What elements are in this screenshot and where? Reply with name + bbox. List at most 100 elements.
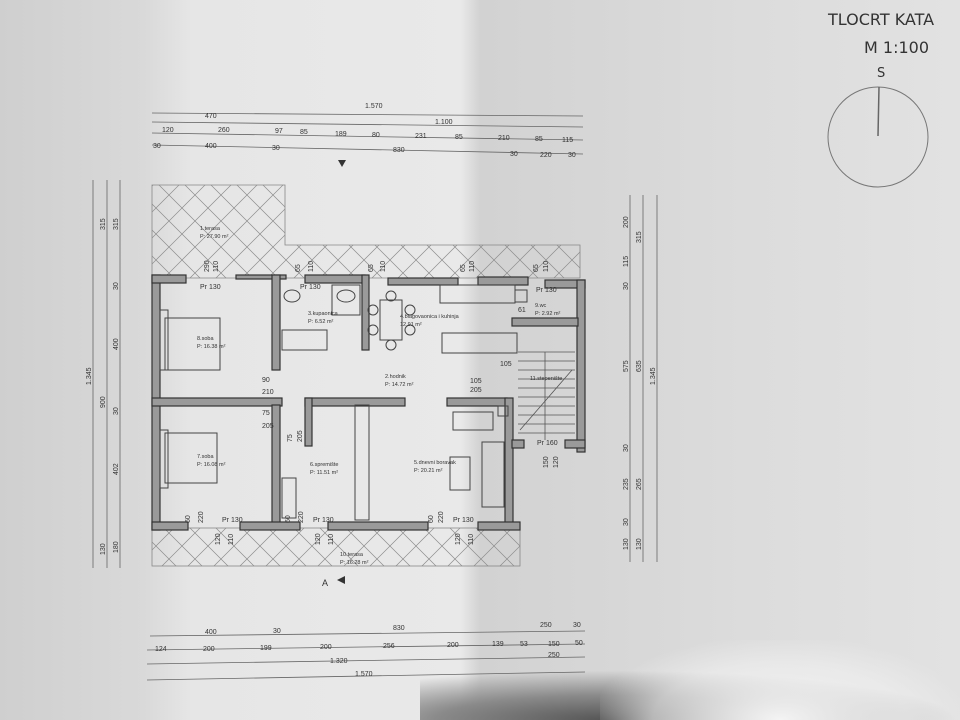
opening-dimension-label: 105 [500, 361, 512, 368]
opening-dimension-label: 220 [198, 511, 205, 523]
section-marker-bottom [337, 576, 345, 584]
dimension-label-right: 30 [623, 518, 630, 526]
dimension-label-bottom: 150 [548, 641, 560, 648]
dimension-label-top: 470 [205, 113, 217, 120]
opening-dimension-label: Pr 130 [536, 287, 557, 294]
dimension-label-top: 85 [455, 134, 463, 141]
opening-dimension-label: Pr 130 [300, 284, 321, 291]
stair-arrow [519, 369, 573, 431]
room-name: 8.soba [197, 336, 214, 342]
opening-dimension-label: 75 [287, 434, 294, 442]
opening-dimension-label: 110 [543, 261, 550, 272]
dimension-label-top: 80 [372, 132, 380, 139]
opening-dimension-label: 61 [518, 307, 526, 314]
section-label: A [322, 578, 328, 588]
dimension-label-top: 231 [415, 133, 427, 140]
dimension-label-top: 85 [535, 136, 543, 143]
opening-dimension-label: 120 [215, 533, 222, 545]
dimension-label-bottom: 139 [492, 641, 504, 648]
dimension-label-top: 210 [498, 135, 510, 142]
opening-dimension-label: 110 [213, 261, 220, 272]
dimension-label-bottom: 30 [573, 622, 581, 629]
opening-dimension-label: 110 [328, 534, 335, 545]
dimension-label-top: 85 [300, 129, 308, 136]
opening-dimension-label: 105 [470, 378, 482, 385]
dimension-label-right: 1.345 [650, 367, 657, 385]
opening-dimension-label: Pr 130 [222, 517, 243, 524]
dimension-label-right: 30 [623, 444, 630, 452]
north-arrow-circle [827, 86, 929, 188]
dimension-label-bottom: 199 [260, 645, 272, 652]
opening-dimension-label: 290 [204, 260, 211, 272]
room-area: 12.91 m² [400, 322, 422, 328]
opening-dimension-label: 110 [228, 534, 235, 545]
dimension-label-left: 315 [100, 218, 107, 230]
dimension-label-bottom: 830 [393, 625, 405, 632]
dimension-label-top: 115 [562, 137, 573, 144]
north-arrow-needle [877, 86, 880, 137]
opening-dimension-label: 210 [262, 389, 274, 396]
dimension-label-right: 200 [623, 216, 630, 228]
dimension-label-left: 315 [113, 218, 120, 230]
room-area: P: 11.51 m² [310, 470, 338, 476]
dimension-label-top: 260 [218, 127, 230, 134]
dimension-label-top: 220 [540, 152, 552, 159]
opening-dimension-label: Pr 130 [313, 517, 334, 524]
staircase [518, 351, 575, 440]
north-label: S [877, 66, 886, 81]
dimension-line-top [151, 144, 584, 155]
drawing-title: TLOCRT KATA [828, 10, 935, 29]
room-name: 2.hodnik [385, 374, 406, 380]
opening-dimension-label: 60 [285, 515, 292, 523]
room-name: 10.terasa [340, 552, 364, 558]
dimension-label-bottom: 256 [383, 643, 395, 650]
dimension-label-bottom: 200 [447, 642, 459, 649]
room-area: P: 20.21 m² [414, 468, 443, 474]
dimension-label-right: 130 [623, 538, 630, 550]
walls [151, 274, 586, 531]
dimension-line-bottom [146, 643, 586, 651]
opening-dimension-label: 60 [185, 515, 192, 523]
opening-dimension-label: Pr 130 [453, 517, 474, 524]
dimension-label-bottom: 250 [540, 622, 552, 629]
opening-dimension-label: 220 [298, 511, 305, 523]
opening-dimension-label: 65 [460, 264, 467, 272]
room-name: 9.wc [535, 303, 547, 309]
dimension-label-right: 30 [623, 282, 630, 290]
room-name: 5.dnevni boravak [414, 460, 456, 466]
opening-dimension-label: 90 [262, 377, 270, 384]
dimension-label-left: 900 [100, 396, 107, 408]
opening-dimension-label: 75 [262, 410, 270, 417]
opening-dimension-label: 110 [380, 261, 387, 272]
room-name: 1.terasa [200, 226, 221, 232]
section-marker-top [338, 160, 346, 167]
dimension-line-top [151, 132, 584, 141]
room-area: P: 2.92 m² [535, 311, 561, 317]
dimension-line-top [151, 121, 584, 128]
opening-dimension-label: 205 [262, 423, 274, 430]
dimension-label-top: 30 [272, 145, 280, 152]
dimension-label-bottom: 124 [155, 646, 167, 653]
dimension-label-bottom: 1.570 [355, 671, 373, 678]
dimension-label-bottom: 400 [205, 629, 217, 636]
dimension-label-bottom: 30 [273, 628, 281, 635]
dimension-label-bottom: 200 [320, 644, 332, 651]
dimension-label-top: 30 [568, 152, 576, 159]
dimension-label-bottom: 250 [548, 652, 560, 659]
opening-dimension-label: 65 [368, 264, 375, 272]
dimension-label-left: 1.345 [86, 367, 93, 385]
dimension-label-left: 400 [113, 338, 120, 350]
dimension-label-top: 400 [205, 143, 217, 150]
dimension-label-top: 1.570 [365, 103, 383, 110]
dimension-label-bottom: 1.320 [330, 658, 348, 665]
dimension-label-left: 180 [113, 541, 120, 553]
dimension-label-left: 130 [100, 543, 107, 555]
room-area: P: 16.38 m² [197, 344, 226, 350]
opening-dimension-label: 205 [297, 430, 304, 442]
opening-dimension-label: 110 [308, 261, 315, 272]
opening-dimension-label: 110 [469, 261, 476, 272]
room-area: P: 16.08 m² [197, 462, 226, 468]
opening-dimension-label: 150 [543, 456, 550, 468]
dimension-label-top: 97 [275, 128, 283, 135]
opening-dimension-label: 65 [533, 264, 540, 272]
